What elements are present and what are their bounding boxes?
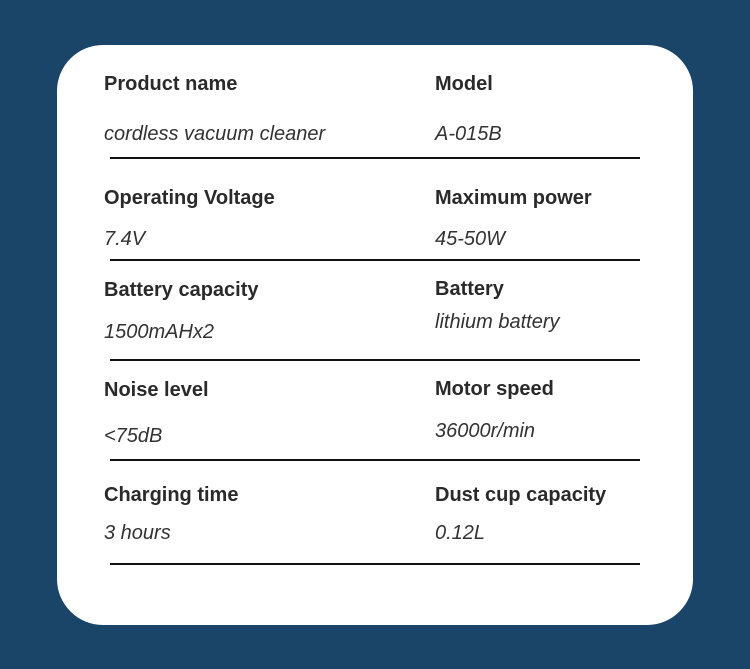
row-divider: [110, 359, 640, 361]
spec-label-charging-time: Charging time: [104, 484, 239, 506]
spec-value-operating-voltage: 7.4V: [104, 228, 146, 250]
spec-value-motor-speed: 36000r/min: [435, 420, 536, 442]
row-divider: [110, 157, 640, 159]
row-divider: [110, 459, 640, 461]
row-divider: [110, 563, 640, 565]
row-divider: [110, 259, 640, 261]
spec-value-charging-time: 3 hours: [104, 522, 171, 544]
spec-value-battery-capacity: 1500mAHx2: [104, 321, 215, 343]
spec-label-operating-voltage: Operating Voltage: [104, 187, 275, 209]
spec-value-battery: lithium battery: [435, 311, 560, 333]
spec-label-motor-speed: Motor speed: [435, 378, 554, 400]
spec-label-battery-capacity: Battery capacity: [104, 279, 259, 301]
spec-value-product-name: cordless vacuum cleaner: [104, 123, 326, 145]
spec-value-dust-cup-capacity: 0.12L: [435, 522, 486, 544]
spec-label-product-name: Product name: [104, 73, 238, 95]
spec-value-maximum-power: 45-50W: [435, 228, 506, 250]
spec-label-dust-cup-capacity: Dust cup capacity: [435, 484, 607, 506]
spec-value-model: A-015B: [435, 123, 502, 145]
spec-value-noise-level: <75dB: [104, 425, 163, 447]
spec-card: Product name cordless vacuum cleaner Mod…: [57, 45, 693, 625]
spec-label-noise-level: Noise level: [104, 379, 209, 401]
spec-label-maximum-power: Maximum power: [435, 187, 592, 209]
spec-label-battery: Battery: [435, 278, 504, 300]
spec-label-model: Model: [435, 73, 493, 95]
